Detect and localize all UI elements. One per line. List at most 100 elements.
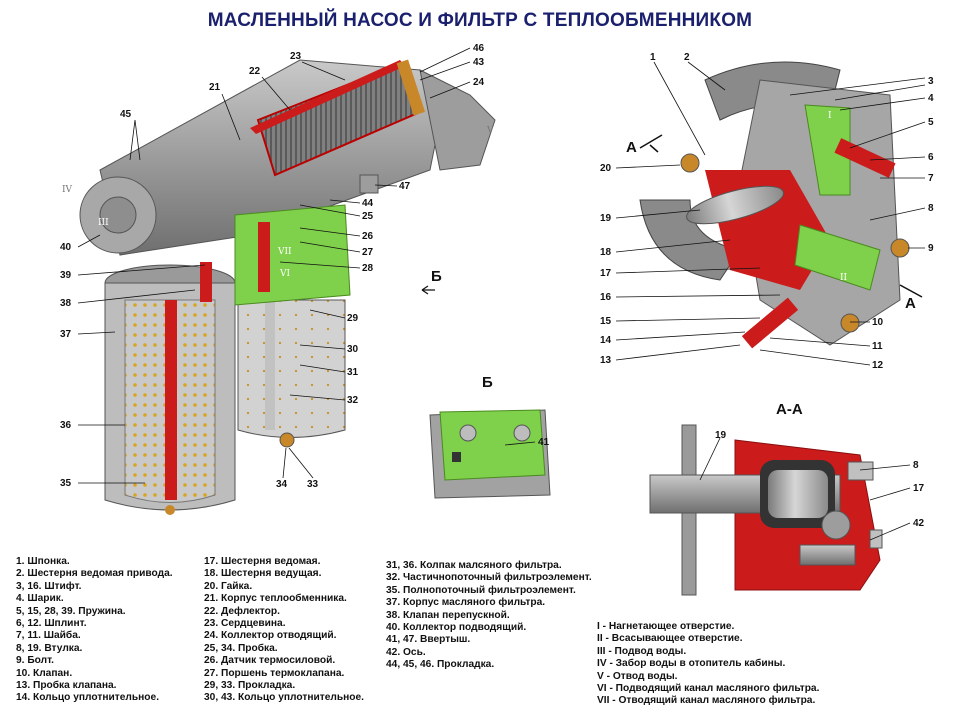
- legend-item: 38. Клапан перепускной.: [386, 609, 510, 621]
- legend-item: VI - Подводящий канал масляного фильтра.: [597, 682, 820, 694]
- deflector: [250, 60, 405, 134]
- legend-item: V - Отвод воды.: [597, 670, 678, 682]
- legend-item: 20. Гайка.: [204, 580, 253, 592]
- leader-lines: [77, 47, 926, 541]
- oil-pump-assembly: I II: [639, 61, 910, 349]
- callout-26: 26: [362, 231, 374, 242]
- callout-37: 37: [60, 329, 72, 340]
- legend-item: 25, 34. Пробка.: [204, 642, 278, 654]
- legend-item: 3, 16. Штифт.: [16, 580, 82, 592]
- legend-item: 21. Корпус теплообменника.: [204, 593, 347, 605]
- legend-item: 7, 11. Шайба.: [16, 630, 81, 642]
- legend-item: II - Всасывающее отверстие.: [597, 633, 743, 645]
- roman-II-label: II: [840, 273, 848, 283]
- legend-item: 5, 15, 28, 39. Пружина.: [16, 605, 126, 617]
- callout-15: 15: [600, 316, 612, 327]
- callout-28: 28: [362, 263, 374, 274]
- legend-column-4: I - Нагнетающее отверстие. II - Всасываю…: [597, 621, 819, 708]
- pump-shaft: [686, 185, 784, 225]
- pump-spring-upper: [834, 138, 896, 178]
- callout-5: 5: [928, 117, 934, 128]
- legend-item: III - Подвод воды.: [597, 645, 687, 657]
- legend-item: 9. Болт.: [16, 655, 55, 667]
- callout-9: 9: [928, 243, 934, 254]
- callout-7: 7: [928, 173, 934, 184]
- partial-flow-filter-cap: [237, 299, 346, 438]
- legend-item: 4. Шарик.: [16, 593, 64, 605]
- legend-item: IV - Забор воды в отопитель кабины.: [597, 658, 786, 670]
- section-aa-view: [649, 424, 883, 596]
- callout-43: 43: [473, 57, 485, 68]
- callout-21: 21: [209, 82, 221, 93]
- legend-item: 26. Датчик термосиловой.: [204, 655, 336, 667]
- pressure-channel: [794, 224, 881, 291]
- roman-I-label: I: [828, 111, 832, 121]
- callout-4: 4: [928, 93, 934, 104]
- callout-20: 20: [600, 163, 612, 174]
- legend-item: 18. Шестерня ведущая.: [204, 568, 322, 580]
- filter-channels: [234, 204, 351, 306]
- legend-item: 29, 33. Прокладка.: [204, 679, 296, 691]
- callout-8: 8: [928, 203, 934, 214]
- legend-item: 40. Коллектор подводящий.: [386, 621, 527, 633]
- callout-1: 1: [650, 52, 656, 63]
- callout-13: 13: [600, 355, 612, 366]
- callout-39: 39: [60, 270, 72, 281]
- legend-item: 1. Шпонка.: [16, 556, 70, 567]
- callout-25: 25: [362, 211, 374, 222]
- roman-VI-label: VI: [279, 269, 290, 279]
- legend-item: 13. Пробка клапана.: [16, 679, 117, 691]
- callout-22: 22: [249, 66, 261, 77]
- legend-item: VII - Отводящий канал масляного фильтра.: [597, 695, 816, 707]
- callout-3: 3: [928, 76, 934, 87]
- callout-33: 33: [307, 479, 319, 490]
- callout-numbers: 45 21 22 23 46 43 24 47 44 25 26 27 28 2…: [60, 43, 934, 529]
- section-aa-title: А-А: [776, 401, 803, 418]
- roman-IV-label: IV: [62, 185, 73, 195]
- callout-38: 38: [60, 298, 72, 309]
- callout-47: 47: [399, 181, 411, 192]
- callout-11: 11: [872, 341, 883, 352]
- legend-item: 2. Шестерня ведомая привода.: [16, 568, 173, 580]
- legend-column-1: 1. Шпонка. 2. Шестерня ведомая привода. …: [16, 556, 173, 705]
- callout-29: 29: [347, 313, 359, 324]
- callout-24: 24: [473, 77, 485, 88]
- suction-channel: [804, 104, 851, 196]
- callout-17-section: 17: [913, 483, 925, 494]
- roman-V-label: V: [486, 126, 494, 136]
- legend-item: 41, 47. Ввертыш.: [386, 634, 471, 646]
- legend-item: 14. Кольцо уплотнительное.: [16, 692, 160, 704]
- legend-item: 24. Коллектор отводящий.: [204, 630, 337, 642]
- callout-10: 10: [872, 317, 884, 328]
- callout-41: 41: [538, 437, 550, 448]
- legend-item: 42. Ось.: [386, 646, 426, 658]
- callout-30: 30: [347, 344, 359, 355]
- legend-item: 23. Сердцевина.: [204, 617, 286, 629]
- legend-item: 10. Клапан.: [16, 667, 73, 679]
- collector-outlet: [419, 69, 496, 171]
- legend-item: 31, 36. Колпак малсяного фильтра.: [386, 560, 562, 571]
- callout-46: 46: [473, 43, 485, 54]
- legend-item: 27. Поршень термоклапана.: [204, 667, 345, 679]
- callout-14: 14: [600, 335, 612, 346]
- legend-item: 22. Дефлектор.: [204, 605, 280, 617]
- callout-19: 19: [600, 213, 612, 224]
- callout-27: 27: [362, 247, 374, 258]
- legend-item: 17. Шестерня ведомая.: [204, 556, 321, 567]
- callout-42: 42: [913, 518, 925, 529]
- valve-spring: [741, 297, 799, 349]
- legend-item: 8, 19. Втулка.: [16, 642, 83, 654]
- callout-31: 31: [347, 367, 359, 378]
- callout-16: 16: [600, 292, 612, 303]
- legend-item: 32. Частичнопоточный фильтроэлемент.: [386, 572, 592, 584]
- section-a-right: А: [905, 295, 916, 312]
- section-b-arrow: Б: [431, 268, 442, 285]
- legend-item: 44, 45, 46. Прокладка.: [386, 659, 495, 671]
- callout-8-section: 8: [913, 460, 919, 471]
- legend-item: 30, 43. Кольцо уплотнительное.: [204, 692, 365, 704]
- callout-36: 36: [60, 420, 72, 431]
- callout-23: 23: [290, 51, 302, 62]
- legend-column-3: 31, 36. Колпак малсяного фильтра. 32. Ча…: [386, 560, 592, 672]
- page-title: МАСЛЕННЫЙ НАСОС И ФИЛЬТР С ТЕПЛООБМЕННИК…: [207, 10, 753, 31]
